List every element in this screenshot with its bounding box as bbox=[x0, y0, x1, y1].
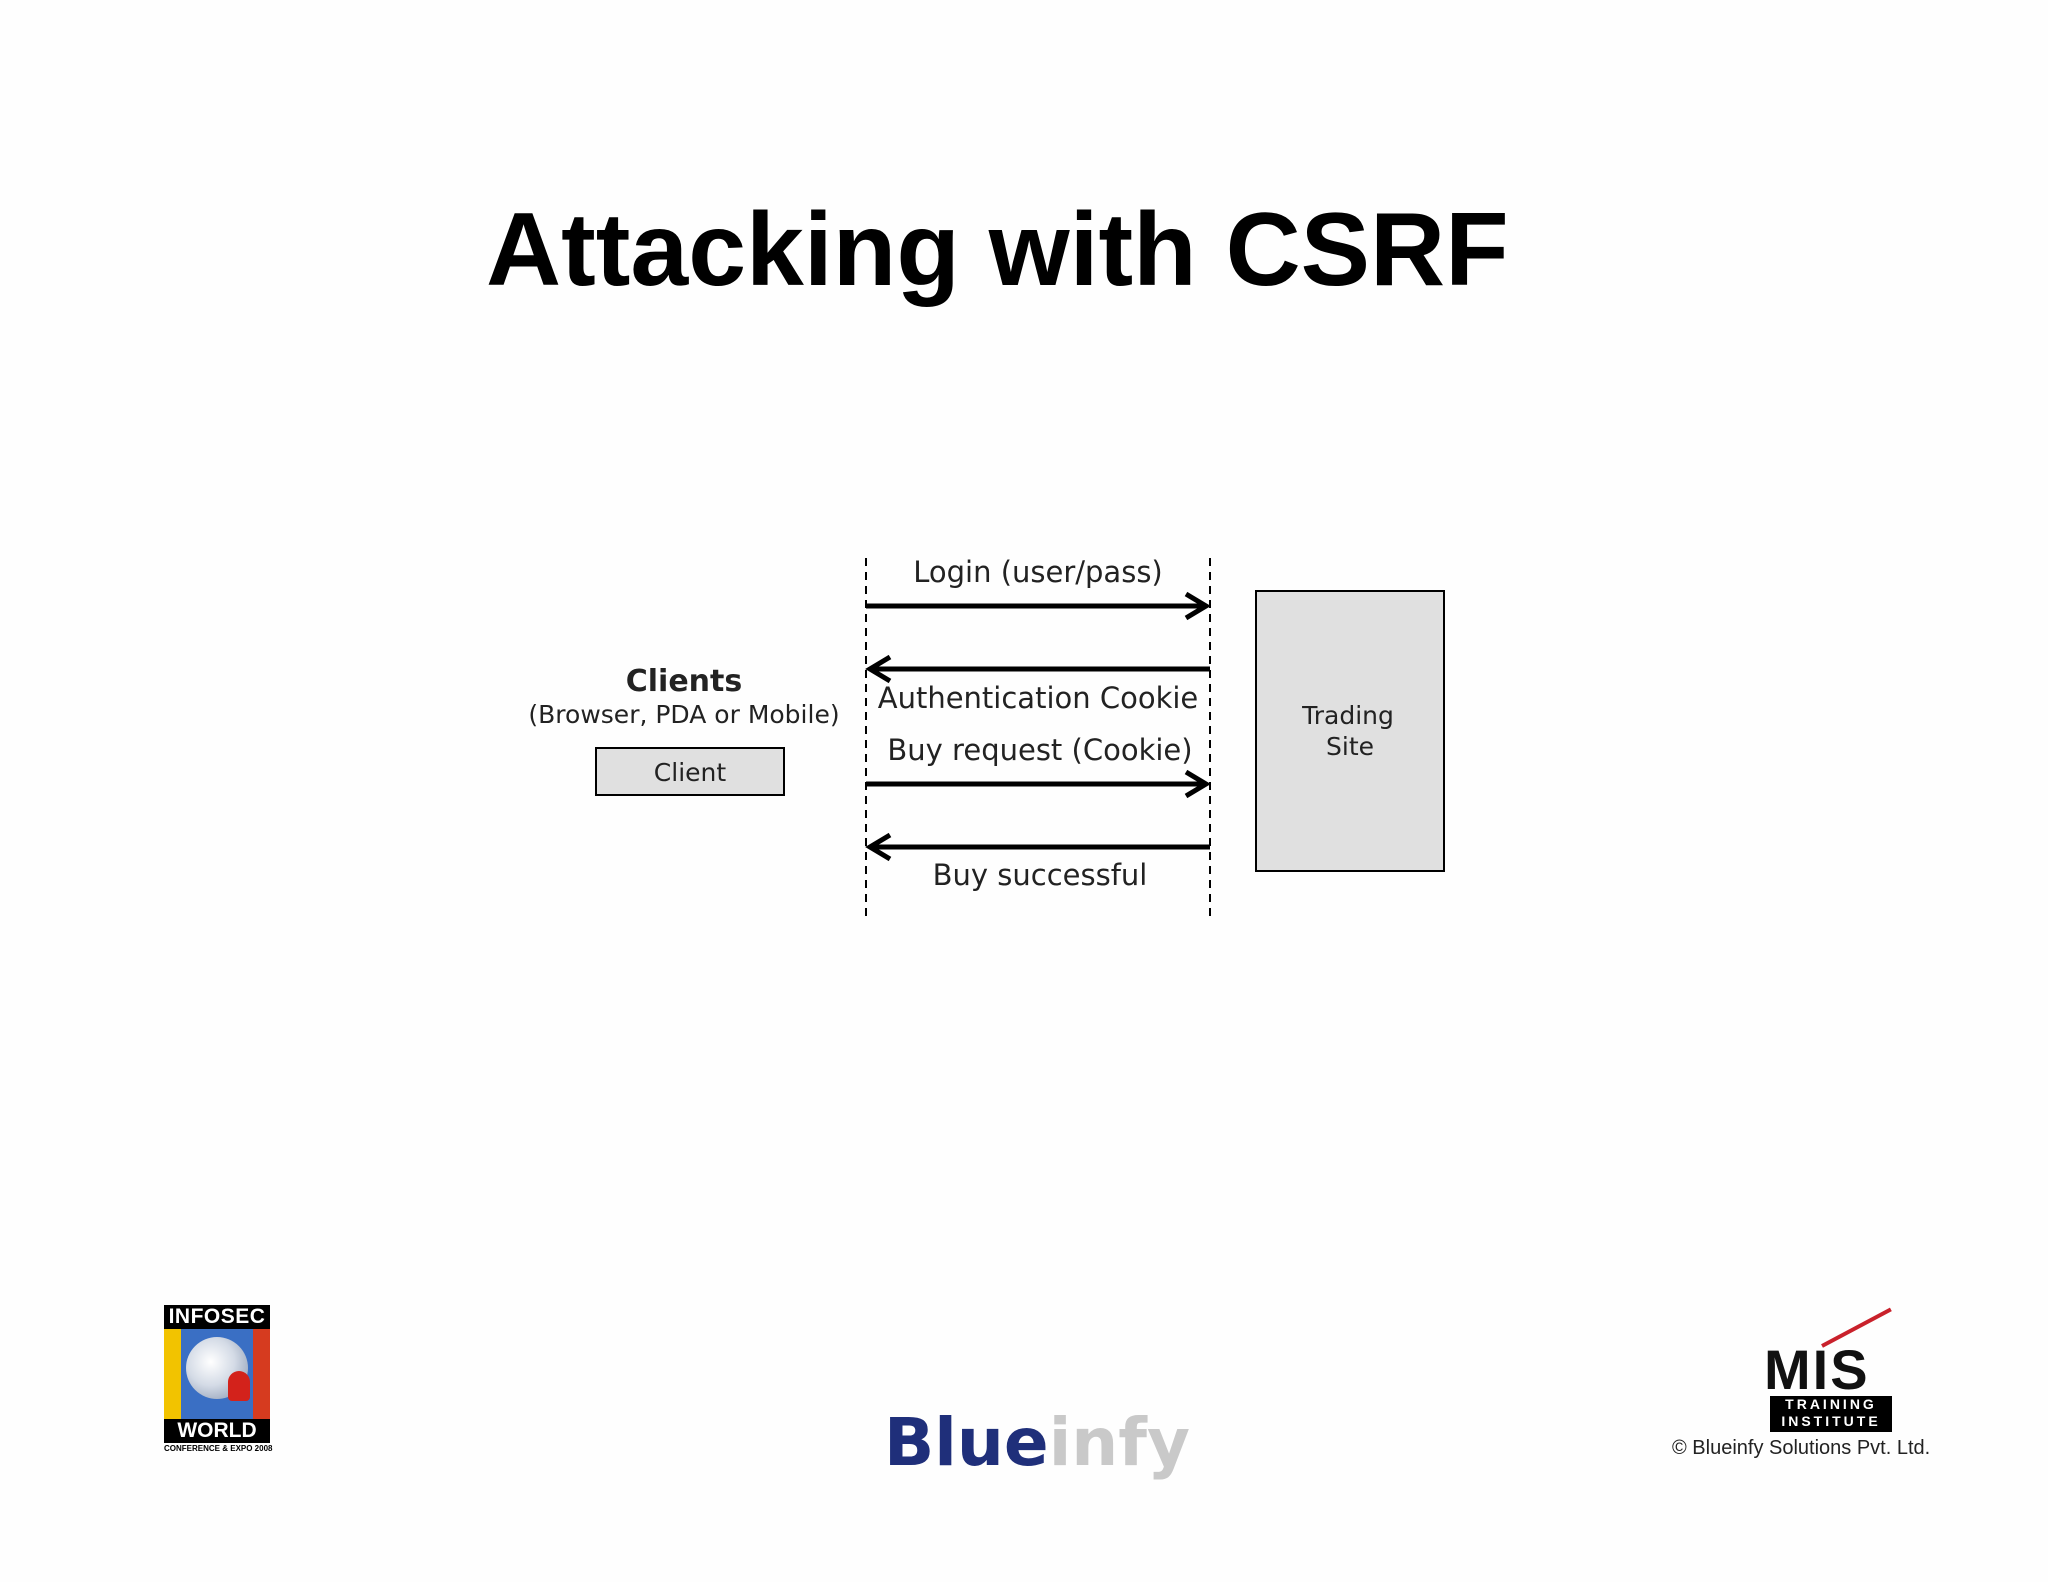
message-buy-success-label: Buy successful bbox=[933, 858, 1148, 892]
message-auth-cookie-arrowhead bbox=[865, 654, 892, 684]
trading-site-label-line2: Site bbox=[1326, 732, 1374, 761]
slide-title: Attacking with CSRF bbox=[486, 192, 1509, 308]
message-buy-request-arrowhead bbox=[1184, 769, 1211, 799]
mis-logo-line2: INSTITUTE bbox=[1781, 1413, 1881, 1429]
blueinfy-logo: Blueinfy bbox=[884, 1410, 1190, 1476]
message-buy-success-arrowhead bbox=[865, 832, 892, 862]
lock-icon bbox=[228, 1371, 250, 1401]
client-box-label: Client bbox=[654, 758, 727, 787]
blueinfy-logo-blue-part: Blue bbox=[884, 1404, 1049, 1481]
message-buy-request-label: Buy request (Cookie) bbox=[887, 733, 1192, 767]
clients-heading: Clients bbox=[626, 664, 742, 699]
client-box bbox=[595, 747, 785, 796]
mis-logo-box: TRAINING INSTITUTE bbox=[1770, 1396, 1892, 1432]
blueinfy-logo-grey-part: infy bbox=[1048, 1404, 1191, 1481]
infosec-world-logo: INFOSEC WORLD CONFERENCE & EXPO 2008 bbox=[164, 1305, 273, 1455]
message-login-label: Login (user/pass) bbox=[913, 555, 1163, 589]
infosec-logo-top: INFOSEC bbox=[164, 1305, 270, 1329]
mis-logo-letters: MIS bbox=[1764, 1338, 1870, 1401]
infosec-logo-bottom: WORLD bbox=[164, 1419, 270, 1443]
infosec-logo-art bbox=[164, 1329, 270, 1419]
message-auth-cookie-label: Authentication Cookie bbox=[878, 681, 1199, 715]
trading-site-box bbox=[1255, 590, 1445, 872]
clients-subtitle: (Browser, PDA or Mobile) bbox=[528, 700, 839, 729]
copyright-notice: © Blueinfy Solutions Pvt. Ltd. bbox=[1672, 1437, 1931, 1459]
message-login-arrowhead bbox=[1184, 591, 1211, 621]
infosec-logo-subtitle: CONFERENCE & EXPO 2008 bbox=[164, 1444, 273, 1453]
mis-training-institute-logo: MIS TRAINING INSTITUTE bbox=[1762, 1304, 1900, 1432]
mis-logo-line1: TRAINING bbox=[1785, 1396, 1877, 1412]
trading-site-label-line1: Trading bbox=[1301, 701, 1394, 730]
